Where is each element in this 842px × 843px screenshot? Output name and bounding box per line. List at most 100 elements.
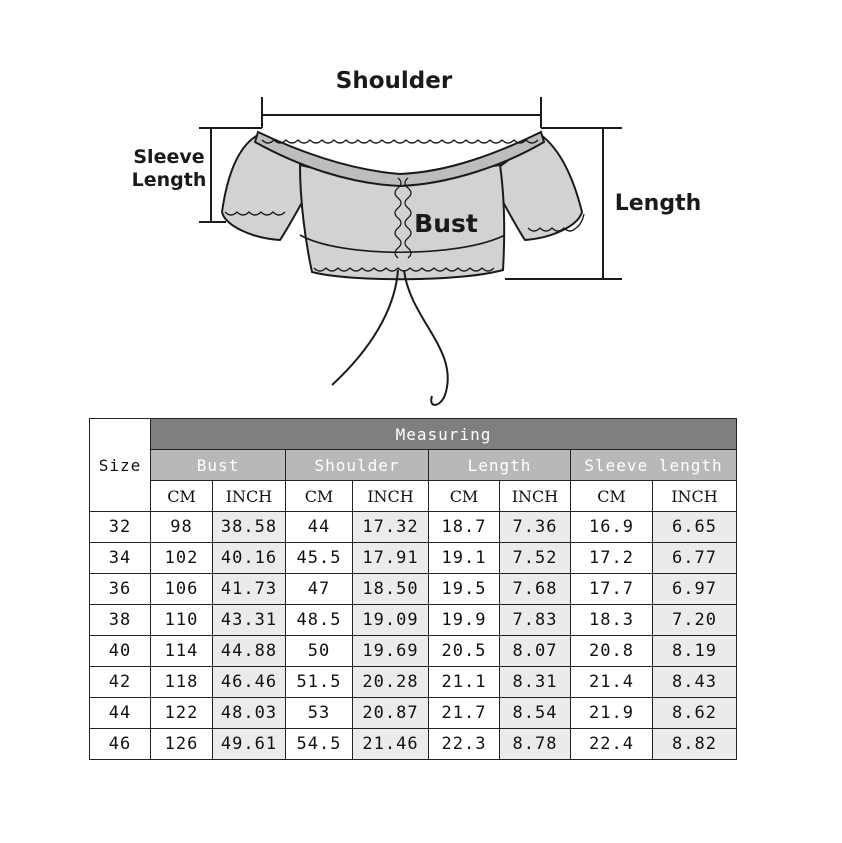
crop-top-illustration (220, 130, 584, 281)
measurement-cell: 47 (285, 573, 353, 605)
group-header-length: Length (428, 449, 571, 481)
measurement-cell: 8.54 (499, 697, 571, 729)
measurement-cell: 50 (285, 635, 353, 667)
measurement-cell: 7.36 (499, 511, 571, 543)
unit-header: INCH (652, 480, 737, 512)
measurement-cell: 118 (150, 666, 213, 698)
unit-header: CM (285, 480, 353, 512)
unit-header: INCH (212, 480, 286, 512)
size-cell: 42 (89, 666, 151, 698)
drawstrings (331, 269, 449, 406)
measurement-cell: 43.31 (212, 604, 286, 636)
measurement-cell: 8.07 (499, 635, 571, 667)
shoulder-label: Shoulder (336, 68, 453, 94)
measurement-cell: 21.46 (352, 728, 429, 760)
group-header-sleeve-length: Sleeve length (570, 449, 737, 481)
measurement-cell: 38.58 (212, 511, 286, 543)
measurement-cell: 7.52 (499, 542, 571, 574)
measurement-cell: 19.09 (352, 604, 429, 636)
measurement-cell: 6.97 (652, 573, 737, 605)
size-cell: 40 (89, 635, 151, 667)
unit-header: INCH (499, 480, 571, 512)
measurement-cell: 8.43 (652, 666, 737, 698)
measurement-cell: 8.78 (499, 728, 571, 760)
measurement-cell: 17.32 (352, 511, 429, 543)
measurement-cell: 48.5 (285, 604, 353, 636)
measurement-cell: 21.4 (570, 666, 653, 698)
measurement-cell: 6.77 (652, 542, 737, 574)
sleeve-length-label-line1: Sleeve (133, 146, 204, 168)
measurement-cell: 8.31 (499, 666, 571, 698)
measurement-cell: 98 (150, 511, 213, 543)
measurement-cell: 22.4 (570, 728, 653, 760)
measurement-cell: 8.19 (652, 635, 737, 667)
measurement-cell: 8.82 (652, 728, 737, 760)
size-chart-table: Size Measuring Bust Shoulder Length Slee… (89, 418, 737, 760)
measurement-cell: 106 (150, 573, 213, 605)
measure-lines (199, 97, 622, 280)
measurement-cell: 48.03 (212, 697, 286, 729)
measurement-cell: 8.62 (652, 697, 737, 729)
measurement-cell: 17.2 (570, 542, 653, 574)
size-cell: 44 (89, 697, 151, 729)
unit-header: CM (428, 480, 500, 512)
measurement-cell: 110 (150, 604, 213, 636)
measurement-cell: 20.8 (570, 635, 653, 667)
size-cell: 46 (89, 728, 151, 760)
measurement-cell: 21.1 (428, 666, 500, 698)
measurement-cell: 20.28 (352, 666, 429, 698)
size-header: Size (89, 418, 151, 512)
measurement-cell: 18.3 (570, 604, 653, 636)
measurement-cell: 54.5 (285, 728, 353, 760)
measurement-cell: 53 (285, 697, 353, 729)
group-header-bust: Bust (150, 449, 286, 481)
measurement-cell: 126 (150, 728, 213, 760)
measurement-cell: 19.69 (352, 635, 429, 667)
size-cell: 32 (89, 511, 151, 543)
unit-header: INCH (352, 480, 429, 512)
measurement-cell: 44 (285, 511, 353, 543)
measurement-cell: 18.7 (428, 511, 500, 543)
unit-header: CM (570, 480, 653, 512)
measurement-cell: 46.46 (212, 666, 286, 698)
measurement-cell: 7.68 (499, 573, 571, 605)
group-header-shoulder: Shoulder (285, 449, 429, 481)
measurement-cell: 20.87 (352, 697, 429, 729)
measurement-cell: 122 (150, 697, 213, 729)
measurement-cell: 41.73 (212, 573, 286, 605)
measurement-cell: 7.20 (652, 604, 737, 636)
length-label: Length (615, 191, 702, 216)
measurement-cell: 19.9 (428, 604, 500, 636)
measurement-cell: 102 (150, 542, 213, 574)
measurement-cell: 45.5 (285, 542, 353, 574)
measurement-cell: 20.5 (428, 635, 500, 667)
measurement-cell: 51.5 (285, 666, 353, 698)
measurement-cell: 16.9 (570, 511, 653, 543)
size-cell: 34 (89, 542, 151, 574)
unit-header: CM (150, 480, 213, 512)
measurement-cell: 21.9 (570, 697, 653, 729)
measurement-cell: 6.65 (652, 511, 737, 543)
measurement-cell: 114 (150, 635, 213, 667)
measurement-cell: 19.1 (428, 542, 500, 574)
measurement-cell: 17.91 (352, 542, 429, 574)
garment-diagram: Shoulder Sleeve Length Length Bust (132, 68, 702, 406)
size-cell: 36 (89, 573, 151, 605)
measurement-cell: 17.7 (570, 573, 653, 605)
measurement-cell: 18.50 (352, 573, 429, 605)
measurement-cell: 19.5 (428, 573, 500, 605)
measurement-cell: 7.83 (499, 604, 571, 636)
sleeve-length-label-line2: Length (132, 169, 207, 191)
measuring-header: Measuring (150, 418, 737, 450)
measurement-cell: 22.3 (428, 728, 500, 760)
bust-label: Bust (414, 209, 478, 238)
measurement-cell: 21.7 (428, 697, 500, 729)
measurement-cell: 44.88 (212, 635, 286, 667)
